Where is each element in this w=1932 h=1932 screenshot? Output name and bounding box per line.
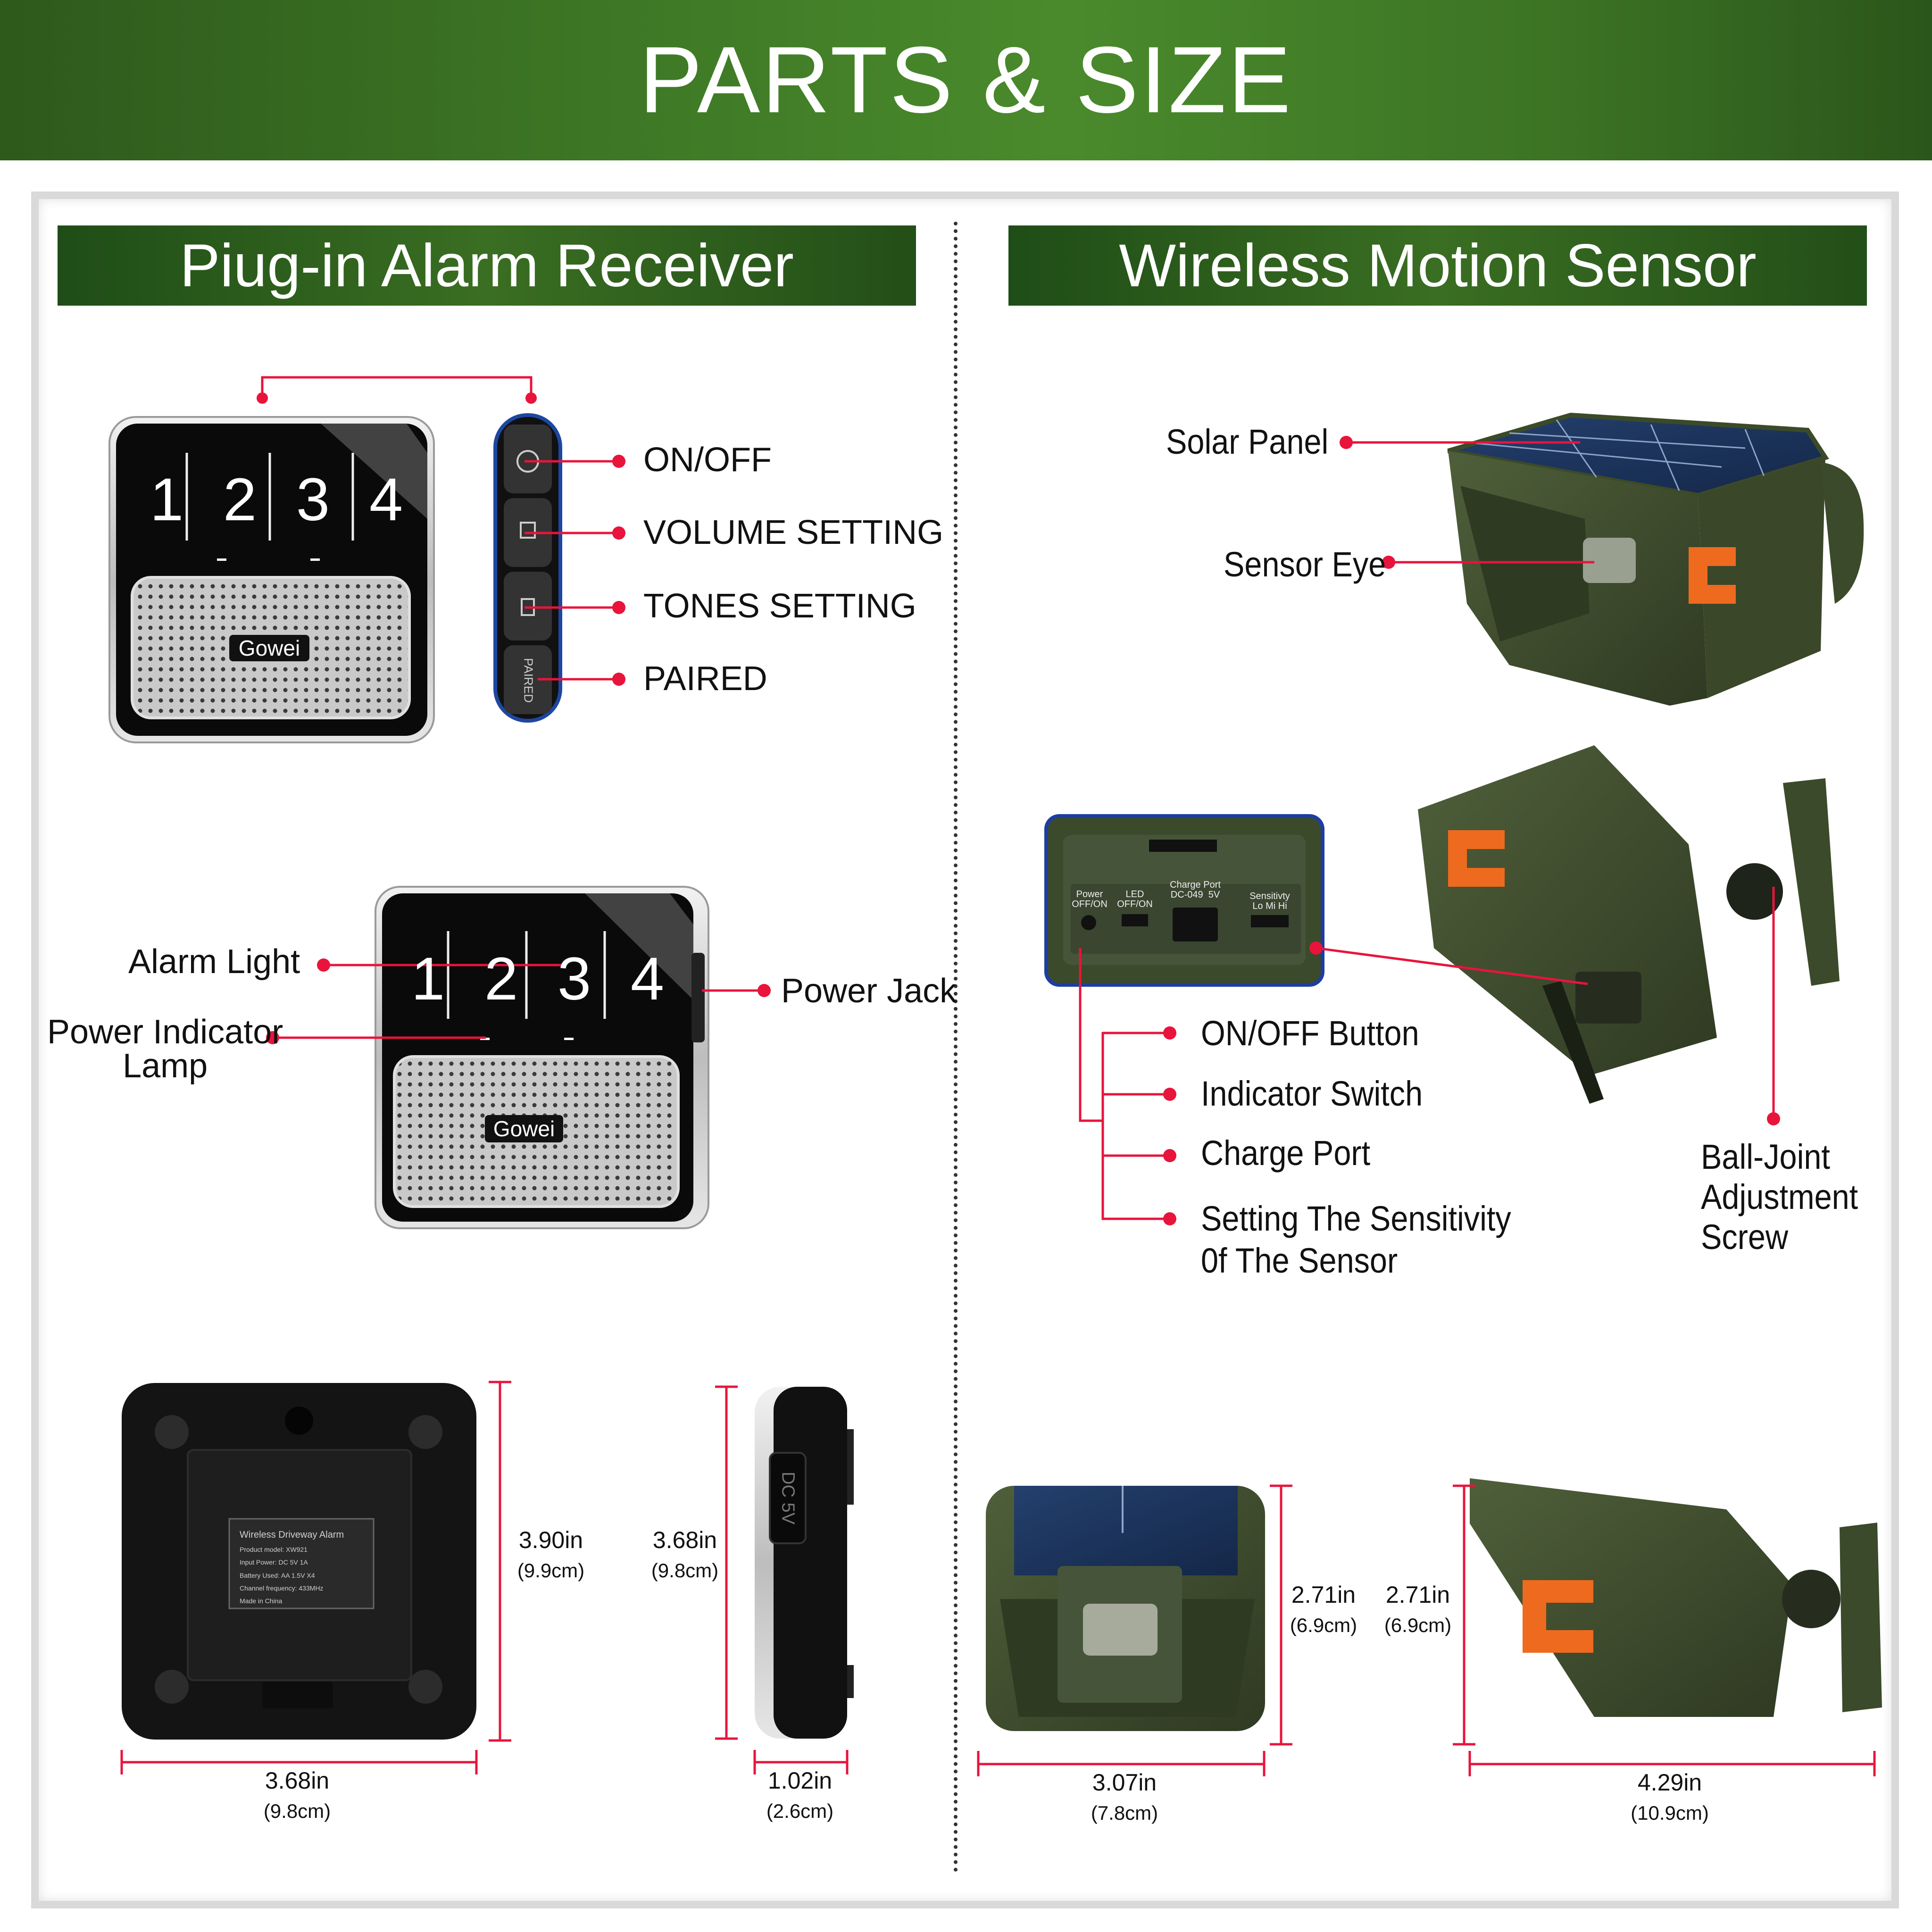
digit-4: 4 (630, 945, 665, 1013)
sensor-angled-view (1418, 745, 1840, 1104)
digit-1: 1 (150, 466, 184, 533)
receiver-front-middle (375, 886, 709, 1229)
digit-row-middle: 1 2 3 4 (391, 944, 684, 1014)
back-label-lines: Product model: XW921 Input Power: DC 5V … (240, 1543, 372, 1607)
digit-row-top: 1 2 3 4 (130, 465, 423, 534)
back-label-title: Wireless Driveway Alarm (240, 1530, 344, 1540)
receiver-side-bottom (755, 1387, 854, 1739)
sensor-panel-inset (1044, 814, 1324, 987)
back-label-line: Channel frequency: 433MHz (240, 1584, 324, 1592)
brand-logo-middle: Gowei (493, 1116, 555, 1141)
label-sensor-eye: Sensor Eye (1224, 545, 1386, 584)
label-power-jack: Power Jack (781, 972, 957, 1010)
receiver-back (122, 1383, 476, 1740)
panel-power-label: Power OFF/ON (1072, 889, 1108, 909)
label-solar-panel: Solar Panel (1166, 422, 1329, 461)
panel-sens-label: Sensitivty Lo Mi Hi (1249, 891, 1290, 911)
dc-jack-text: DC 5V (778, 1472, 798, 1524)
back-label-line: Product model: XW921 (240, 1546, 308, 1553)
back-label-line: Input Power: DC 5V 1A (240, 1558, 308, 1566)
dim-sensor-length: 4.29in(10.9cm) (1631, 1769, 1709, 1824)
digit-4: 4 (369, 466, 403, 533)
back-label-line: Battery Used: AA 1.5V X4 (240, 1571, 315, 1579)
dim-sensor-height-front: 2.71in(6.9cm) (1290, 1582, 1357, 1636)
label-ball-joint: Ball-Joint Adjustment Screw (1701, 1137, 1858, 1257)
content-frame (31, 192, 1899, 1908)
label-power-indicator: Power Indicator Lamp (47, 1013, 283, 1085)
panel-led-label: LED OFF/ON (1117, 889, 1153, 909)
dim-sensor-width: 3.07in(7.8cm) (1091, 1769, 1158, 1824)
label-paired: PAIRED (643, 660, 767, 698)
label-indicator-switch: Indicator Switch (1201, 1074, 1423, 1113)
dim-receiver-width: 3.68in(9.8cm) (263, 1767, 331, 1822)
digit-2: 2 (223, 466, 257, 533)
label-on-off-button: ON/OFF Button (1201, 1014, 1419, 1053)
digit-2: 2 (484, 945, 518, 1013)
back-label-line: Made in China (240, 1597, 283, 1605)
dim-receiver-height-back: 3.90in(9.9cm) (517, 1527, 585, 1582)
page-title: PARTS & SIZE (639, 27, 1293, 133)
dim-sensor-height-side: 2.71in(6.9cm) (1384, 1582, 1452, 1636)
panel-charge-label: Charge Port DC-049 5V (1170, 880, 1221, 900)
receiver-side-top (493, 413, 562, 723)
section-divider (954, 222, 958, 1873)
label-alarm-light: Alarm Light (128, 943, 300, 981)
label-tones-setting: TONES SETTING (643, 587, 916, 625)
header-bar (0, 0, 1932, 160)
receiver-banner: Piug-in Alarm Receiver (58, 225, 916, 306)
paired-engraving: PAIRED (521, 658, 536, 703)
digit-3: 3 (296, 466, 330, 533)
dim-receiver-depth: 1.02in(2.6cm) (766, 1767, 834, 1822)
sensor-side-view (1470, 1478, 1882, 1717)
dim-receiver-height-side: 3.68in(9.8cm) (651, 1527, 719, 1582)
sensor-top-view (1447, 412, 1864, 706)
label-charge-port: Charge Port (1201, 1133, 1371, 1173)
digit-3: 3 (557, 945, 591, 1013)
digit-1: 1 (411, 945, 445, 1013)
sensor-banner: Wireless Motion Sensor (1008, 225, 1867, 306)
label-on-off: ON/OFF (643, 441, 772, 479)
label-volume-setting: VOLUME SETTING (643, 514, 944, 551)
label-sensitivity: Setting The Sensitivity 0f The Sensor (1201, 1199, 1511, 1280)
receiver-front-top (108, 416, 435, 743)
brand-logo-top: Gowei (238, 636, 300, 660)
sensor-front-view (986, 1486, 1265, 1731)
